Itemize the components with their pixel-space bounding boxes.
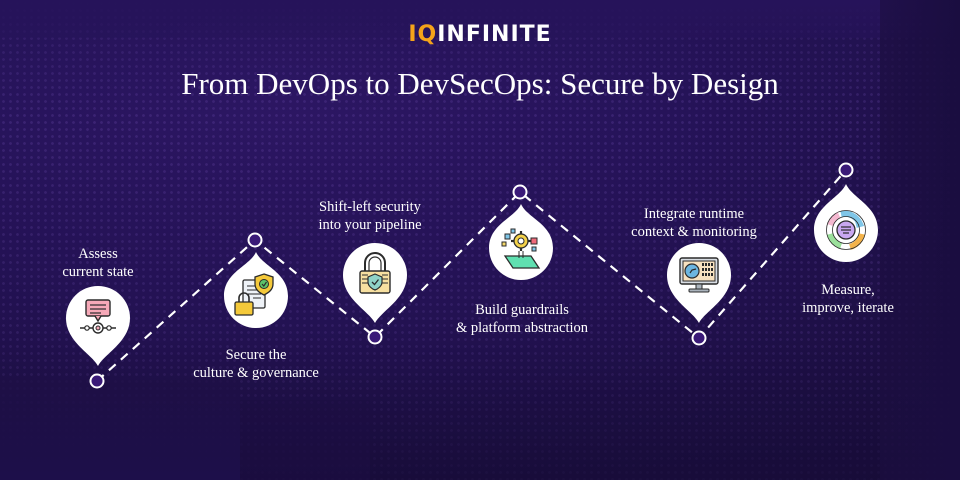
step-4-line1: Build guardrails <box>475 302 569 318</box>
step-3-label: Shift-left security into your pipeline <box>318 198 421 234</box>
step-2-line2: culture & governance <box>193 365 319 381</box>
step-6-line2: improve, iterate <box>802 300 894 316</box>
step-3-line2: into your pipeline <box>318 217 422 233</box>
step-4-label: Build guardrails & platform abstraction <box>456 301 588 337</box>
node-4 <box>512 184 528 200</box>
assessment-chat-icon <box>80 299 116 334</box>
monitor-dashboard-icon <box>679 257 719 293</box>
bg-right-shade <box>880 0 960 480</box>
bg-bottom-mid-shade <box>240 400 370 480</box>
logo-suffix: INFINITE <box>437 22 552 47</box>
node-5 <box>691 330 707 346</box>
node-2 <box>247 232 263 248</box>
node-1 <box>89 373 105 389</box>
step-4-line2: & platform abstraction <box>455 320 589 336</box>
page-title: From DevOps to DevSecOps: Secure by Desi… <box>181 66 779 101</box>
node-3 <box>367 329 383 345</box>
step-6-line1: Measure, <box>821 282 875 298</box>
step-1-line1: Assess <box>78 246 118 262</box>
step-5-line1: Integrate runtime <box>643 206 745 222</box>
step-1-label: Assess current state <box>62 245 133 281</box>
step-5-line2: context & monitoring <box>631 224 757 240</box>
step-1-line2: current state <box>62 264 134 280</box>
step-3-line1: Shift-left security <box>319 199 421 215</box>
gear-platform-icon <box>501 228 541 269</box>
padlock-shield-icon <box>359 252 391 294</box>
step-5-label: Integrate runtime context & monitoring <box>631 205 757 241</box>
logo-prefix: IQ <box>408 22 438 47</box>
brand-logo: IQINFINITE <box>0 22 960 47</box>
step-2-line1: Secure the <box>225 347 287 363</box>
document-lock-shield-icon <box>234 273 274 316</box>
step-2-label: Secure the culture & governance <box>193 346 319 382</box>
bg-top-shade <box>0 0 960 38</box>
cycle-arrows-icon <box>826 210 866 250</box>
dashed-connector <box>96 169 847 382</box>
step-6-label: Measure, improve, iterate <box>802 281 894 317</box>
node-6 <box>838 162 854 178</box>
bg-bottom-left-shade <box>0 380 240 480</box>
